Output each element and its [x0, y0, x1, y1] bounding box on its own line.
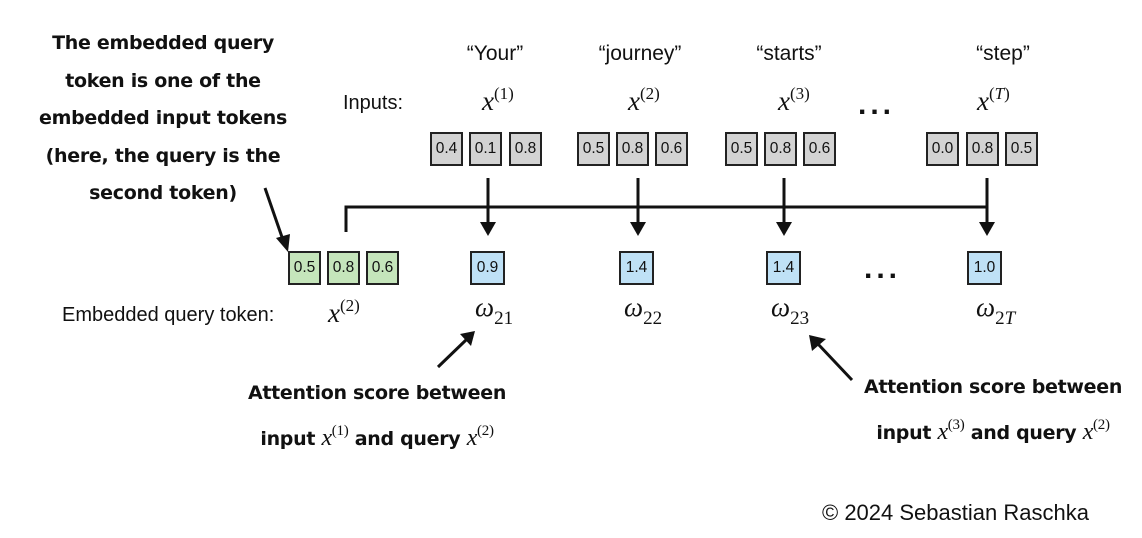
annotation2-pointer-line	[816, 342, 854, 382]
symbol-omega: ω	[976, 292, 996, 322]
annotation-1: Attention score between input x(1) and q…	[232, 375, 522, 458]
symbol-x: x	[628, 86, 640, 116]
inputs-ellipsis: ...	[858, 88, 896, 121]
symbol-x: x	[321, 424, 332, 451]
subscript-T: T	[1004, 308, 1016, 329]
symbol-x: x	[482, 86, 494, 116]
superscript: (1)	[331, 422, 349, 439]
input-symbol-1: x(1)	[482, 84, 514, 117]
input-2-cell: 0.5	[577, 132, 610, 166]
input-3-cell: 0.8	[764, 132, 797, 166]
symbol-omega: ω	[771, 292, 791, 322]
annotation-query-symbol: x(2)	[1082, 416, 1110, 445]
superscript: (2)	[1093, 416, 1110, 433]
query-bus-line	[344, 205, 987, 232]
input-word-3: “starts”	[756, 42, 822, 65]
note-pointer-line	[263, 187, 285, 241]
subscript: 22	[643, 308, 663, 329]
score-symbol-21: ω21	[475, 292, 513, 330]
annotation-text: input	[260, 427, 316, 450]
input-3-cell: 0.5	[725, 132, 758, 166]
score-cell-2: 1.4	[619, 251, 654, 285]
input-T-cell: 0.8	[966, 132, 999, 166]
score-symbol-2T: ω2T	[976, 292, 1015, 330]
annotation-input-symbol: x(3)	[937, 416, 965, 445]
left-note-line: token is one of the	[65, 69, 261, 92]
annotation-text: and query	[354, 427, 461, 450]
annotation-line: input x(3) and query x(2)	[848, 407, 1138, 453]
note-pointer-head	[276, 234, 290, 252]
input-3-cell: 0.6	[803, 132, 836, 166]
annotation-text: input	[876, 421, 932, 444]
input-symbol-T: x(T)	[977, 84, 1010, 116]
score-cell-T: 1.0	[967, 251, 1002, 285]
superscript-T: T	[994, 84, 1005, 103]
query-cell: 0.6	[366, 251, 399, 285]
symbol-x: x	[778, 86, 790, 116]
query-cell: 0.5	[288, 251, 321, 285]
query-label: Embedded query token:	[62, 304, 275, 326]
copyright: © 2024 Sebastian Raschka	[822, 500, 1089, 525]
left-note: The embedded query token is one of the e…	[28, 25, 298, 213]
subscript: 2	[995, 308, 1005, 329]
superscript: (1)	[493, 84, 514, 103]
inputs-label: Inputs:	[343, 92, 404, 114]
score-symbol-22: ω22	[624, 292, 662, 330]
input-word-2: “journey”	[598, 42, 682, 65]
query-cell: 0.8	[327, 251, 360, 285]
symbol-x: x	[466, 424, 478, 451]
superscript: (3)	[947, 416, 965, 433]
input-2-cell: 0.8	[616, 132, 649, 166]
annotation-line: Attention score between	[247, 382, 507, 404]
left-note-line: embedded input tokens	[38, 107, 288, 129]
score-symbol-23: ω23	[771, 292, 809, 330]
superscript: (2)	[339, 296, 360, 315]
symbol-x: x	[1082, 418, 1094, 445]
superscript: (3)	[789, 84, 810, 103]
arrowhead-2	[630, 222, 646, 236]
annotation-input-symbol: x(1)	[321, 422, 349, 451]
annotation-query-symbol: x(2)	[466, 422, 494, 451]
score-cell-3: 1.4	[766, 251, 801, 285]
annotation-2: Attention score between input x(3) and q…	[848, 369, 1138, 452]
input-T-cell: 0.5	[1005, 132, 1038, 166]
arrowhead-3	[776, 222, 792, 236]
symbol-x: x	[937, 418, 948, 445]
left-note-line: The embedded query	[52, 32, 274, 54]
query-symbol: x(2)	[328, 296, 360, 329]
score-cell-1: 0.9	[470, 251, 505, 285]
annotation-line: Attention score between	[863, 376, 1123, 398]
input-word-1: “Your”	[466, 42, 524, 65]
annotation-line: input x(1) and query x(2)	[232, 413, 522, 459]
symbol-x: x	[977, 86, 989, 116]
input-2-cell: 0.6	[655, 132, 688, 166]
annotation1-pointer-head	[460, 331, 475, 346]
arrowhead-T	[979, 222, 995, 236]
input-symbol-3: x(3)	[778, 84, 810, 117]
symbol-omega: ω	[475, 292, 495, 322]
symbol-x: x	[328, 298, 340, 328]
left-note-line: second token)	[89, 182, 237, 204]
annotation-text: and query	[970, 421, 1077, 444]
input-1-cell: 0.4	[430, 132, 463, 166]
input-T-cell: 0.0	[926, 132, 959, 166]
input-1-cell: 0.8	[509, 132, 542, 166]
subscript: 21	[494, 308, 514, 329]
scores-ellipsis: ...	[864, 252, 902, 285]
subscript: 23	[790, 308, 810, 329]
symbol-omega: ω	[624, 292, 644, 322]
input-word-T: “step”	[976, 42, 1030, 65]
input-1-cell: 0.1	[469, 132, 502, 166]
annotation1-pointer-line	[436, 338, 468, 369]
arrowhead-1	[480, 222, 496, 236]
superscript: (2)	[477, 422, 494, 439]
annotation2-pointer-head	[809, 335, 826, 351]
superscript: (2)	[639, 84, 660, 103]
input-symbol-2: x(2)	[628, 84, 660, 117]
left-note-line: (here, the query is the	[45, 144, 281, 167]
